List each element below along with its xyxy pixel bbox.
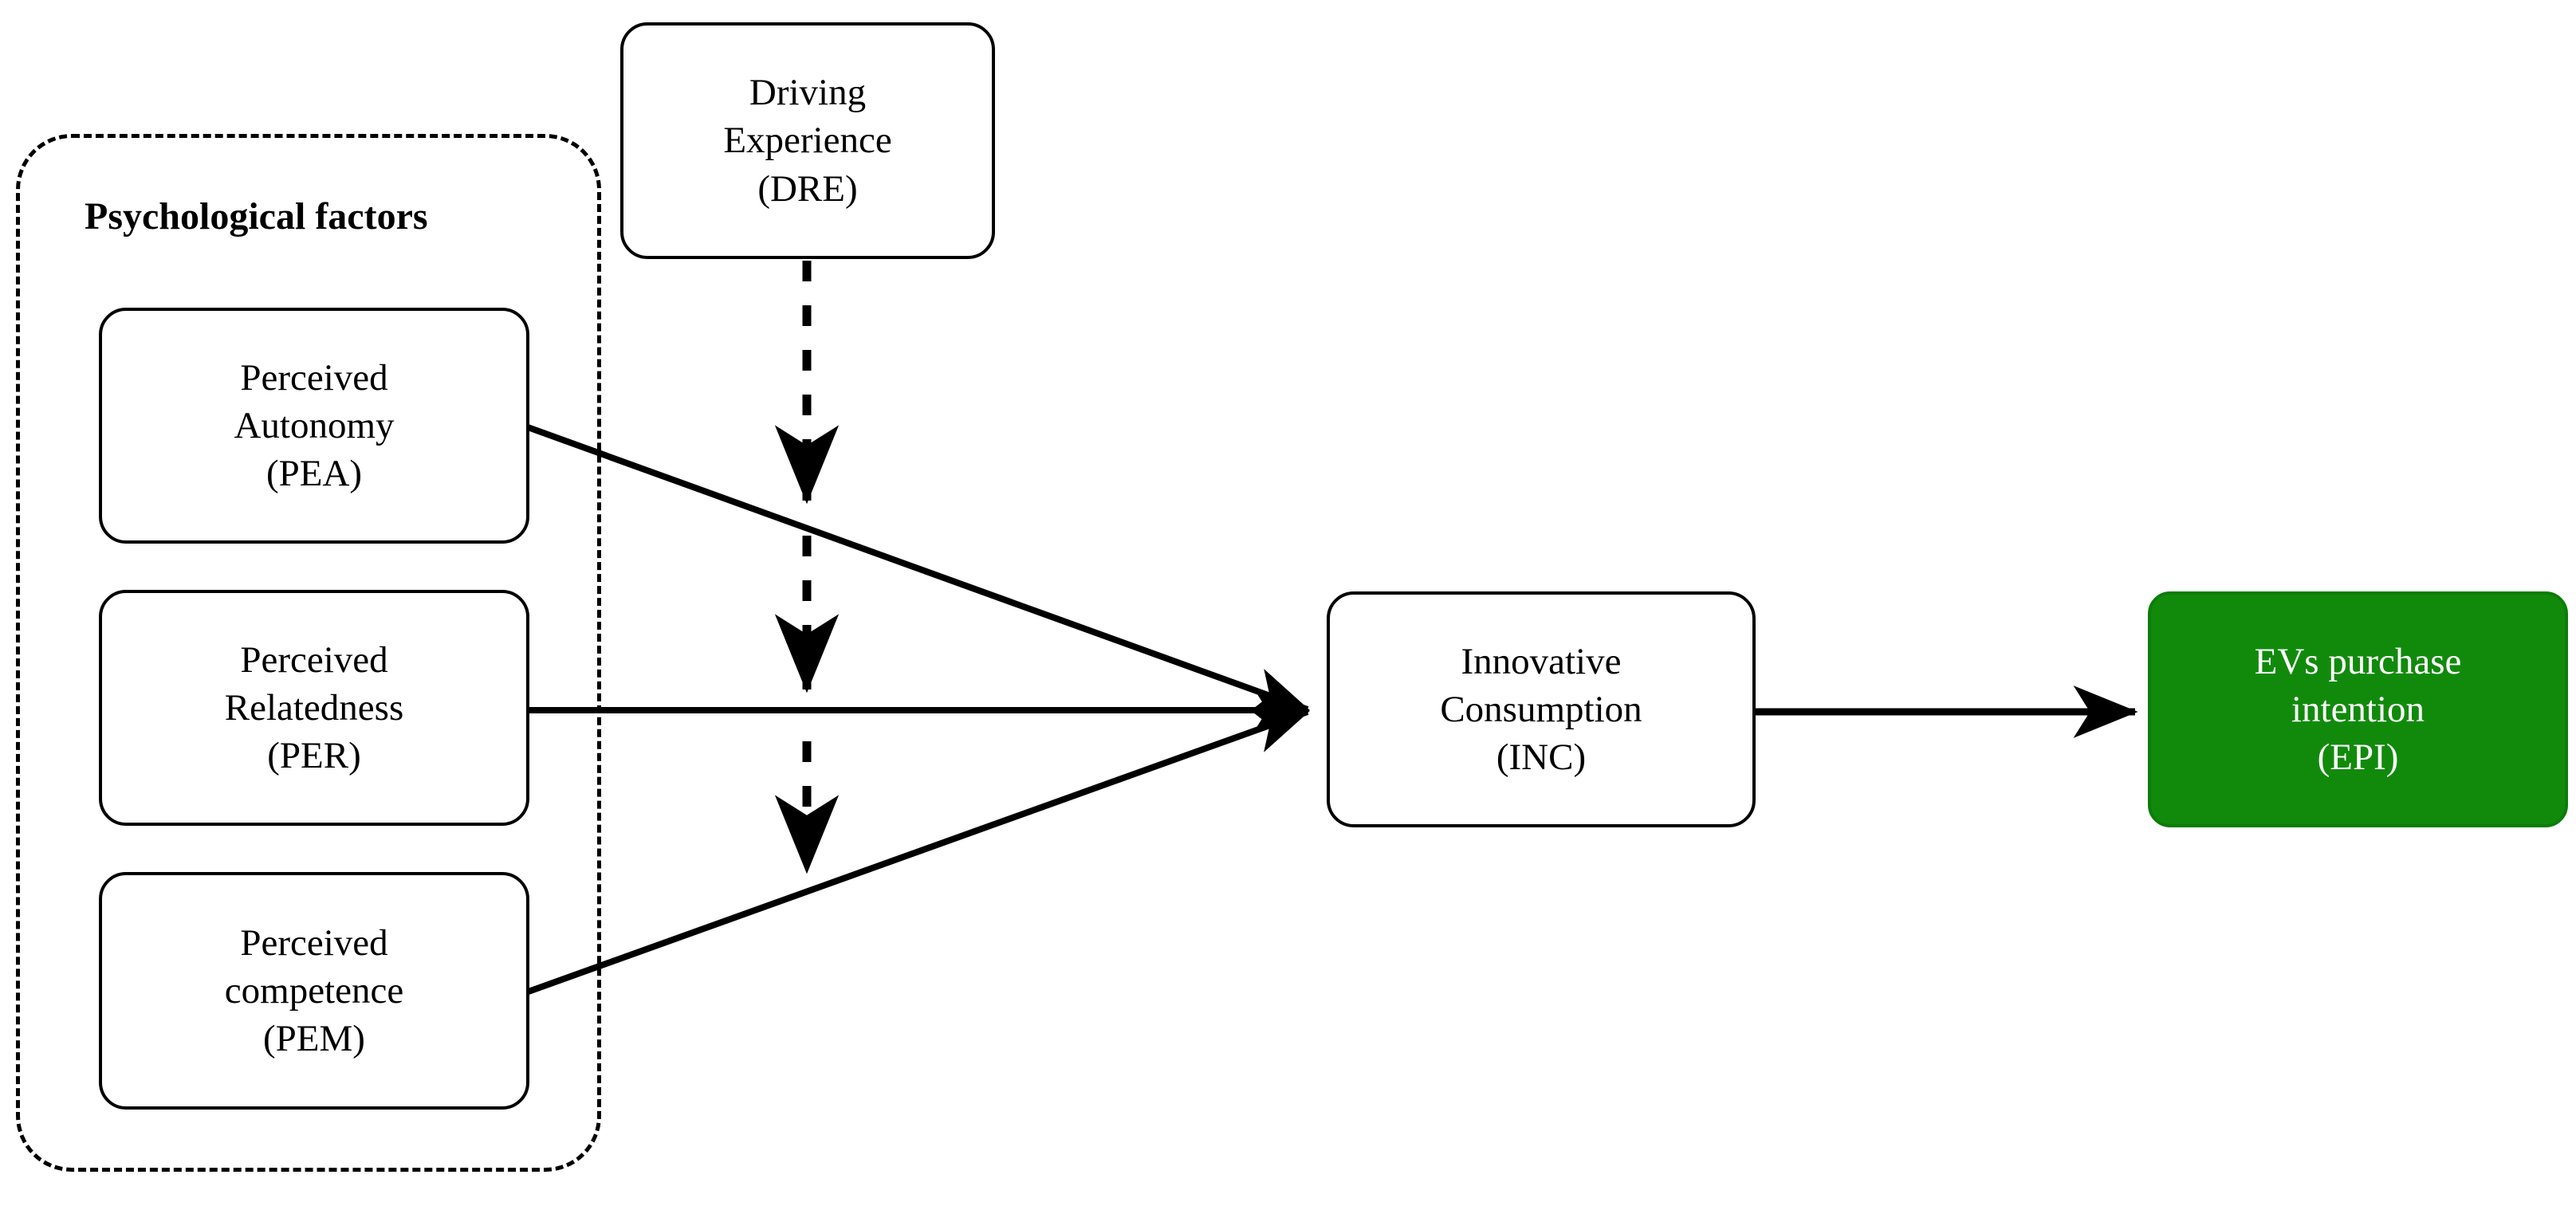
node-perceived-competence-label: Perceived competence (PEM) bbox=[224, 921, 404, 1060]
node-perceived-competence[interactable]: Perceived competence (PEM) bbox=[99, 872, 529, 1110]
node-innovative-consumption[interactable]: Innovative Consumption (INC) bbox=[1327, 591, 1756, 827]
node-driving-experience[interactable]: Driving Experience (DRE) bbox=[620, 22, 995, 259]
edge-pea-to-inc bbox=[526, 424, 1311, 713]
psychological-factors-group bbox=[16, 134, 601, 1172]
node-evs-purchase-intention-label: EVs purchase intention (EPI) bbox=[2254, 640, 2462, 779]
node-perceived-autonomy-label: Perceived Autonomy (PEA) bbox=[234, 356, 395, 495]
node-perceived-relatedness-label: Perceived Relatedness (PER) bbox=[224, 638, 404, 777]
node-innovative-consumption-label: Innovative Consumption (INC) bbox=[1440, 640, 1642, 779]
node-perceived-autonomy[interactable]: Perceived Autonomy (PEA) bbox=[99, 308, 529, 544]
node-evs-purchase-intention[interactable]: EVs purchase intention (EPI) bbox=[2148, 591, 2568, 827]
node-driving-experience-label: Driving Experience (DRE) bbox=[723, 72, 892, 210]
node-perceived-relatedness[interactable]: Perceived Relatedness (PER) bbox=[99, 590, 529, 826]
psychological-factors-label: Psychological factors bbox=[85, 195, 428, 238]
edge-pem-to-inc bbox=[525, 708, 1311, 996]
